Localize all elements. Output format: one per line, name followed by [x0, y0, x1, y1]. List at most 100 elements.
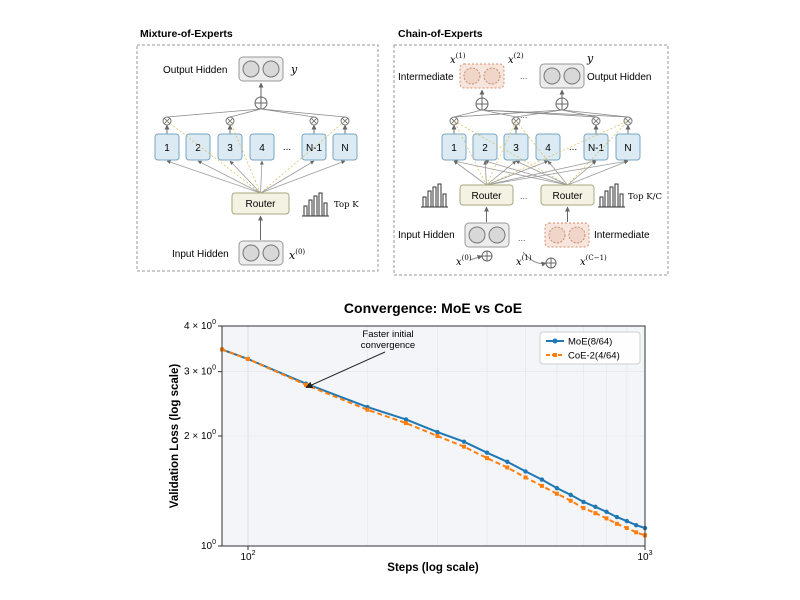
coe-bottom-x1: x(1)	[516, 254, 532, 268]
coe-expert-label: N	[624, 143, 631, 154]
x-axis-label: Steps (log scale)	[387, 562, 479, 574]
coe-border	[393, 44, 669, 276]
data-point	[461, 439, 467, 444]
moe-multiply-node	[309, 116, 319, 134]
moe-expert-label: 2	[195, 143, 201, 154]
data-point	[461, 444, 466, 449]
moe-expert-n: N	[332, 133, 358, 161]
moe-multiply-node	[225, 116, 235, 134]
data-point	[246, 356, 251, 361]
coe-expert-n-1: N-1	[583, 133, 609, 161]
coe-expert-4: 4	[535, 133, 561, 161]
data-point	[304, 382, 309, 387]
coe-residual-sum-left	[481, 250, 493, 262]
coe-input-label: Input Hidden	[398, 230, 455, 241]
coe-bottom-xc: x(C−1)	[580, 254, 607, 268]
legend-label-moe: MoE(8/64)	[568, 337, 612, 348]
coe-expert-n: N	[615, 133, 641, 161]
coe-sum-node-right	[555, 97, 569, 111]
coe-multiply-node	[623, 116, 633, 134]
coe-residual-sum-right	[545, 257, 557, 269]
annotation-line-1: Faster initial	[362, 329, 413, 340]
coe-top-dots: ...	[520, 71, 528, 81]
coe-router-right-label: Router	[552, 191, 583, 202]
coe-multiply-node	[591, 116, 601, 134]
data-point	[634, 530, 639, 535]
data-point	[435, 429, 440, 435]
moe-input-hidden-box	[238, 240, 284, 266]
coe-experts: 1 2 3 4... N-1 N	[441, 133, 641, 161]
moe-output-symbol: y	[290, 63, 298, 76]
data-point	[403, 421, 408, 426]
coe-residual-arrow-right	[522, 251, 547, 267]
moe-expert-label: N	[341, 143, 348, 154]
data-point	[581, 506, 586, 511]
coe-expert-label: N-1	[588, 143, 605, 154]
data-point	[505, 459, 510, 464]
coe-x1-symbol: x(1)	[450, 52, 466, 66]
moe-topk-histogram-icon	[302, 192, 329, 217]
coe-topkc-label: Top K/C	[628, 192, 662, 202]
y-tick-label: 4 × 100	[184, 319, 216, 332]
moe-expert-1: 1	[154, 133, 180, 161]
data-point	[505, 465, 510, 470]
coe-expert-ellipsis: ...	[569, 142, 577, 153]
data-point	[614, 514, 620, 520]
data-point	[604, 509, 609, 515]
x-tick-label: 102	[240, 550, 255, 563]
moe-combine-lines	[166, 108, 346, 118]
coe-multiply-node	[449, 116, 459, 134]
moe-topk-label: Top K	[334, 200, 359, 210]
coe-router-lines	[453, 120, 629, 186]
data-point	[624, 518, 630, 524]
data-point	[554, 491, 559, 496]
data-point	[484, 450, 490, 455]
moe-router-label: Router	[245, 199, 276, 210]
data-point	[604, 516, 609, 521]
coe-expert-3: 3	[503, 133, 529, 161]
moe-multiply-node	[340, 116, 350, 134]
coe-multiply-nodes	[449, 116, 633, 134]
data-point	[403, 417, 409, 422]
moe-expert-2: 2	[185, 133, 211, 161]
data-point	[633, 523, 639, 528]
coe-left-histogram-icon	[421, 183, 448, 208]
data-point	[523, 469, 528, 474]
data-point	[624, 526, 629, 531]
moe-expert-label: 3	[227, 143, 233, 154]
coe-router-right-box	[540, 184, 595, 206]
y-tick-label: 2 × 100	[184, 429, 216, 442]
coe-bottom-x0: x(0)	[456, 254, 472, 268]
moe-sum-node	[254, 96, 268, 110]
data-point	[593, 511, 598, 516]
y-axis-label: Validation Loss (log scale)	[169, 364, 181, 509]
coe-expert-2: 2	[472, 133, 498, 161]
data-point	[614, 521, 619, 526]
coe-multiply-node	[511, 116, 521, 134]
series-line	[221, 348, 646, 537]
chart-series	[219, 347, 648, 538]
coe-expert-label: 1	[451, 143, 457, 154]
moe-multiply-node	[162, 116, 172, 134]
coe-title: Chain-of-Experts	[398, 28, 483, 40]
y-tick-label: 100	[201, 539, 216, 552]
data-point	[581, 499, 586, 505]
moe-title: Mixture-of-Experts	[140, 28, 233, 40]
coe-router-left-box	[459, 184, 514, 206]
coe-input-hidden-box	[464, 222, 510, 248]
coe-intermediate-bottom-box	[544, 222, 590, 248]
legend-label-coe: CoE-2(4/64)	[568, 351, 620, 362]
coe-mid-dots: ...	[520, 110, 528, 120]
legend-item-moe: MoE(8/64)	[546, 337, 612, 348]
coe-expert-label: 3	[513, 143, 519, 154]
coe-output-label: Output Hidden	[587, 72, 652, 83]
moe-expert-4: 4	[249, 133, 275, 161]
data-point	[539, 477, 545, 482]
moe-router-box	[231, 192, 290, 215]
coe-residual-arrow-left	[469, 255, 483, 261]
y-tick-label: 3 × 100	[184, 365, 216, 378]
